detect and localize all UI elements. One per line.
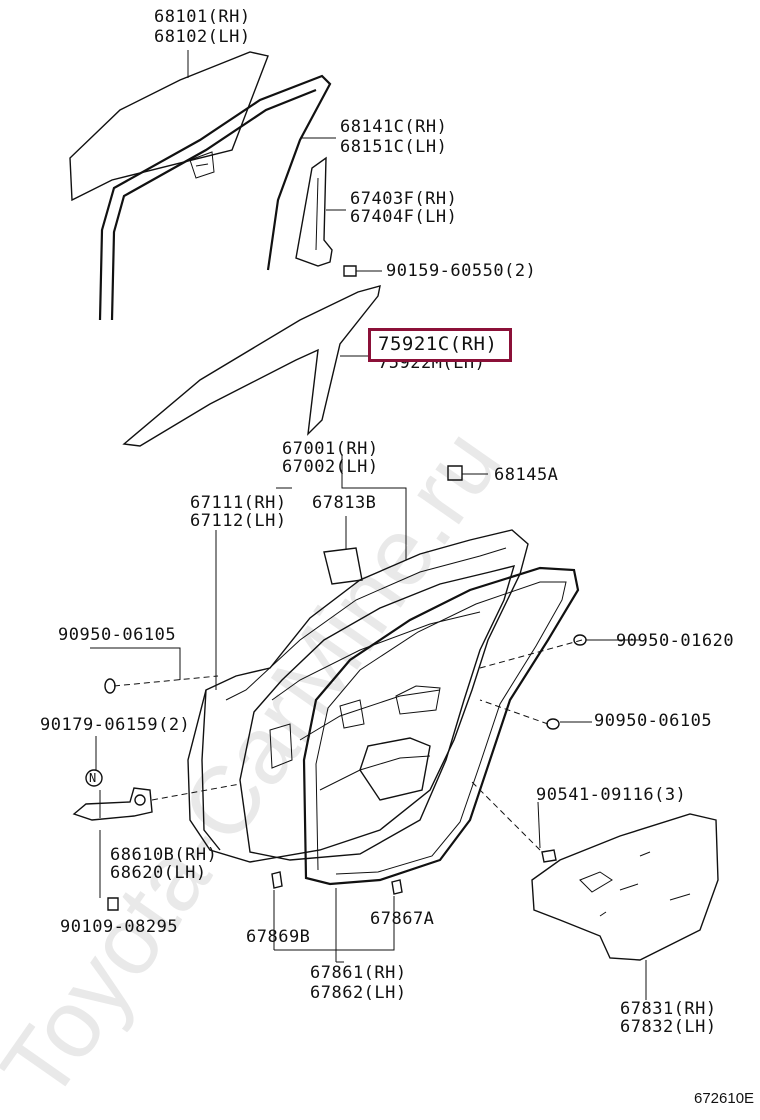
label-clip-67869: 67869B: [246, 927, 311, 947]
belt-moulding: [122, 285, 381, 447]
label-panel-rh: 67111(RH): [190, 493, 287, 513]
label-channel-rh: 68141C(RH): [340, 117, 448, 137]
nut-symbol: N: [89, 771, 97, 785]
service-hole-cover: [531, 813, 719, 961]
label-glass-lh: 68102(LH): [154, 27, 251, 47]
label-hole-cover-rh: 67831(RH): [620, 999, 717, 1019]
plug-01620-icon: [573, 634, 587, 646]
label-hinge-rh: 68610B(RH): [110, 845, 218, 865]
label-clip-67867: 67867A: [370, 909, 435, 929]
clip-67867-icon: [391, 879, 403, 895]
door-weatherstrip: [302, 566, 580, 886]
door-panel: [187, 529, 529, 863]
highlighted-part-box: [368, 328, 512, 362]
label-channel-lh: 68151C(LH): [340, 137, 448, 157]
label-plug-06105-right: 90950-06105: [594, 711, 713, 731]
label-plug-06105-left: 90950-06105: [58, 625, 177, 645]
door-glass: [69, 51, 269, 202]
clip-09116-icon: [541, 849, 557, 863]
label-clip-09116: 90541-09116(3): [536, 785, 687, 805]
door-inner-frame: [239, 565, 516, 861]
glass-run-channel: [98, 74, 332, 321]
door-hinge: [72, 787, 153, 821]
label-door-rh: 67001(RH): [282, 439, 379, 459]
seal-pad: [323, 547, 363, 585]
label-glass-rh: 68101(RH): [154, 7, 251, 27]
label-bolt-08295: 90109-08295: [60, 917, 179, 937]
figure-number: 672610E: [694, 1090, 755, 1107]
plug-left-icon: [104, 678, 116, 694]
label-hinge-lh: 68620(LH): [110, 863, 207, 883]
bolt-08295-icon: [107, 897, 119, 911]
clip-68145-icon: [447, 465, 463, 481]
plug-right-icon: [546, 718, 560, 730]
sash-channel: [295, 156, 333, 267]
label-plug-01620: 90950-01620: [616, 631, 735, 651]
clip-67869-icon: [271, 871, 283, 889]
label-seal-67813: 67813B: [312, 493, 377, 513]
label-weatherstrip-rh: 67861(RH): [310, 963, 407, 983]
label-bolt-hinge: 90179-06159(2): [40, 715, 191, 735]
label-door-lh: 67002(LH): [282, 457, 379, 477]
label-bolt-sash: 90159-60550(2): [386, 261, 537, 281]
label-hole-cover-lh: 67832(LH): [620, 1017, 717, 1037]
label-clip-68145: 68145A: [494, 465, 559, 485]
label-sash-rh: 67403F(RH): [350, 189, 458, 209]
label-weatherstrip-lh: 67862(LH): [310, 983, 407, 1003]
label-panel-lh: 67112(LH): [190, 511, 287, 531]
nut-icon: [85, 769, 103, 787]
label-sash-lh: 67404F(LH): [350, 207, 458, 227]
bolt-sash-icon: [343, 265, 357, 277]
label-moulding-rh: 75921C(RH): [378, 333, 498, 355]
